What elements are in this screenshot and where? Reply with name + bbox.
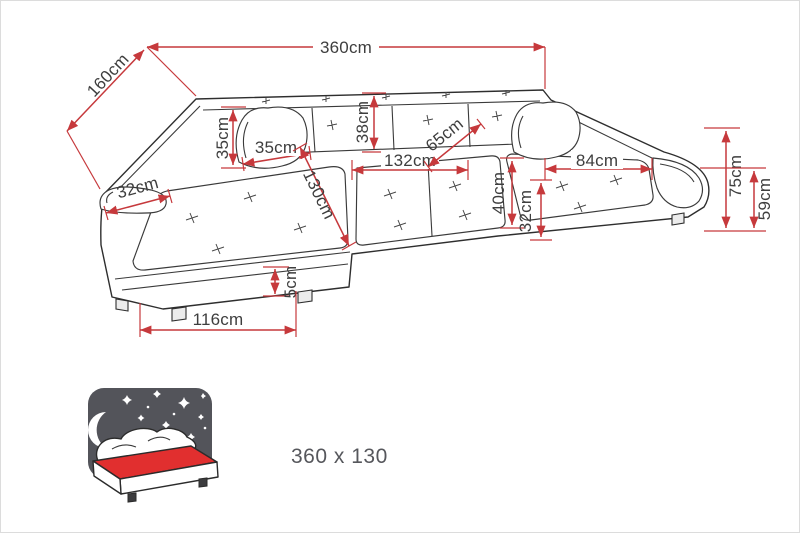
dim-base-height: 5cm: [263, 266, 300, 299]
bed-blanket: [95, 427, 197, 465]
tufting-marks: [185, 90, 623, 255]
dim-right-armrest: 32cm: [516, 179, 552, 241]
dim-label-base-height: 5cm: [281, 266, 300, 299]
dim-pillow-width: 35cm: [241, 138, 312, 172]
dim-label-right-armrest: 32cm: [516, 190, 535, 232]
center-cushion-divider: [427, 162, 433, 237]
bed-legs: [127, 477, 208, 503]
dim-label-center-seat-width: 132cm: [384, 151, 436, 170]
dim-label-backrest-height: 38cm: [353, 101, 372, 143]
dim-label-right-seat-width: 84cm: [576, 151, 618, 170]
dim-label-left-depth: 160cm: [83, 50, 132, 101]
dim-right-seat-depth: 40cm: [489, 157, 524, 229]
dim-left-wing-width: 116cm: [139, 291, 297, 337]
dim-right-seat-width: 84cm: [544, 150, 653, 180]
dim-total-height: 75cm: [704, 127, 745, 228]
dim-label-pillow-width: 35cm: [255, 138, 297, 157]
armrest-right-seam: [659, 163, 695, 183]
dim-cushion-height: 35cm: [213, 106, 246, 169]
dim-backrest-height: 38cm: [353, 92, 386, 153]
moon-icon: [88, 412, 106, 448]
dim-label-cushion-height: 35cm: [213, 117, 232, 159]
sofa-legs: [115, 212, 685, 322]
dim-label-left-wing-width: 116cm: [193, 310, 244, 329]
sofa-illustration: [99, 89, 710, 322]
dim-label-total-width: 360cm: [320, 38, 372, 57]
pillow-right: [511, 101, 581, 160]
dim-center-seat-width: 132cm: [351, 150, 469, 180]
sleeping-function-icon: 360 x 130: [88, 388, 388, 503]
dim-side-height: 59cm: [700, 167, 774, 232]
dim-total-width: 360cm: [146, 36, 546, 97]
sleeping-size-label: 360 x 130: [291, 445, 388, 468]
pillow-right-seam: [517, 115, 524, 149]
front-base-seam: [114, 251, 351, 291]
bed-icon: [92, 427, 219, 503]
dim-label-total-height: 75cm: [726, 155, 745, 197]
bed-side-face: [92, 460, 122, 495]
armrest-right: [652, 157, 704, 209]
dim-label-right-seat-depth: 40cm: [489, 172, 508, 214]
dim-label-side-height: 59cm: [755, 178, 774, 220]
left-wing-outer-seam: [109, 105, 201, 199]
